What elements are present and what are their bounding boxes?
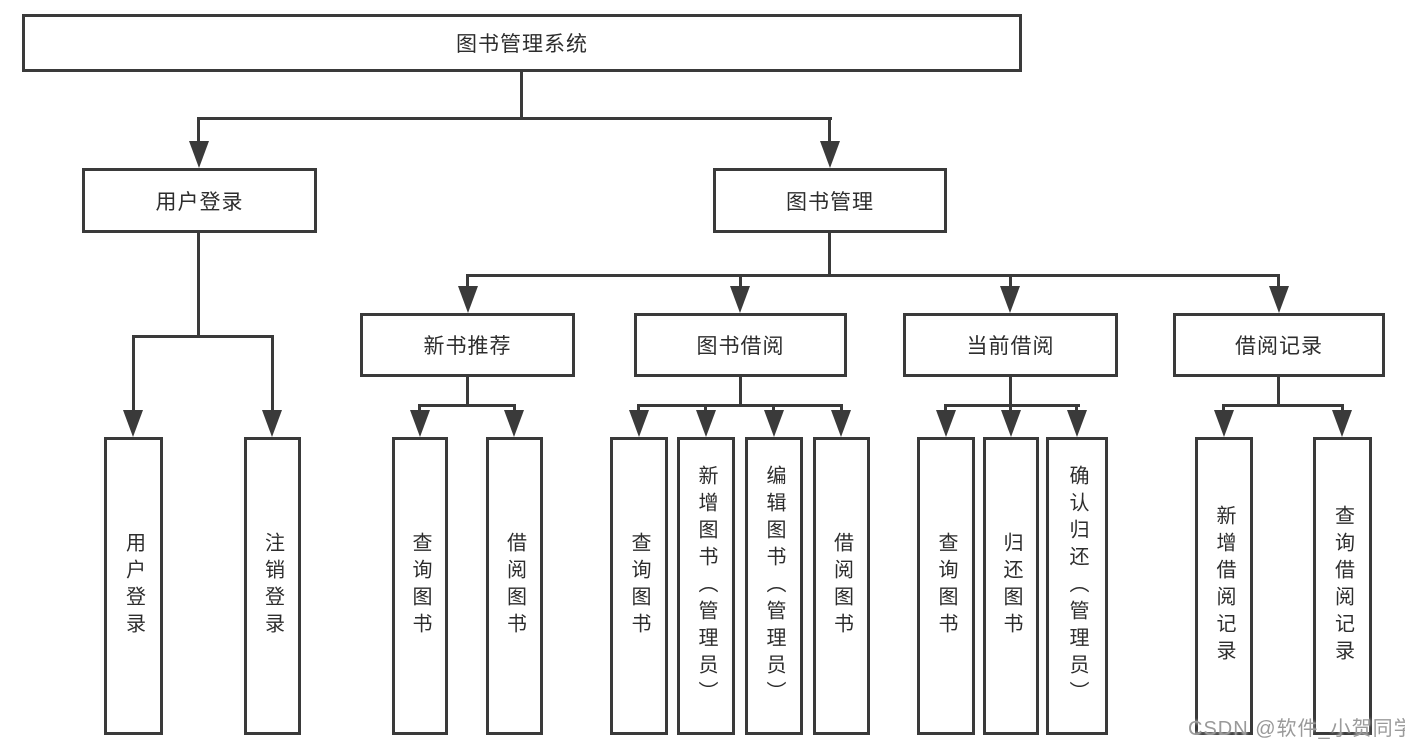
connector-line: [418, 404, 516, 407]
connector-line: [1009, 274, 1012, 289]
arrow-down-icon: [820, 141, 840, 168]
arrow-down-icon: [629, 410, 649, 437]
arrow-down-icon: [1001, 410, 1021, 437]
leaf-query-books-2-label: 查询图书: [628, 532, 650, 640]
connector-line: [520, 72, 523, 120]
leaf-add-books-admin-label: 新增图书（管理员）: [695, 464, 717, 708]
arrow-down-icon: [764, 410, 784, 437]
arrow-down-icon: [1000, 286, 1020, 313]
leaf-edit-books-admin: 编辑图书（管理员）: [745, 437, 803, 735]
connector-line: [637, 404, 843, 407]
connector-line: [1277, 377, 1280, 407]
connector-line: [1341, 404, 1344, 414]
arrow-down-icon: [936, 410, 956, 437]
connector-line: [466, 377, 469, 407]
arrow-down-icon: [262, 410, 282, 437]
connector-line: [197, 117, 200, 144]
arrow-down-icon: [696, 410, 716, 437]
leaf-edit-books-admin-label: 编辑图书（管理员）: [763, 464, 785, 708]
node-root: 图书管理系统: [22, 14, 1022, 72]
leaf-borrow-books-2: 借阅图书: [813, 437, 870, 735]
connector-line: [637, 404, 640, 414]
connector-line: [271, 335, 274, 415]
connector-line: [1009, 377, 1012, 407]
connector-line: [132, 335, 135, 415]
arrow-down-icon: [730, 286, 750, 313]
connector-line: [198, 117, 832, 120]
connector-line: [1009, 404, 1012, 414]
leaf-query-books-1: 查询图书: [392, 437, 448, 735]
leaf-user-login-label: 用户登录: [122, 532, 145, 640]
connector-line: [1277, 274, 1280, 289]
connector-line: [132, 335, 274, 338]
leaf-user-login: 用户登录: [104, 437, 163, 735]
connector-line: [772, 404, 775, 414]
connector-line: [739, 274, 742, 289]
arrow-down-icon: [410, 410, 430, 437]
connector-line: [418, 404, 421, 414]
leaf-confirm-return-admin-label: 确认归还（管理员）: [1066, 464, 1088, 708]
arrow-down-icon: [1332, 410, 1352, 437]
arrow-down-icon: [458, 286, 478, 313]
connector-line: [944, 404, 947, 414]
leaf-confirm-return-admin: 确认归还（管理员）: [1046, 437, 1108, 735]
leaf-return-books-label: 归还图书: [1000, 532, 1022, 640]
connector-line: [944, 404, 1080, 407]
leaf-add-borrow-record: 新增借阅记录: [1195, 437, 1253, 735]
connector-line: [466, 274, 469, 289]
connector-line: [840, 404, 843, 414]
arrow-down-icon: [189, 141, 209, 168]
leaf-query-borrow-record-label: 查询借阅记录: [1331, 505, 1354, 667]
leaf-add-books-admin: 新增图书（管理员）: [677, 437, 735, 735]
arrow-down-icon: [1214, 410, 1234, 437]
connector-line: [704, 404, 707, 414]
leaf-borrow-books-1: 借阅图书: [486, 437, 543, 735]
leaf-logout-label: 注销登录: [261, 532, 284, 640]
arrow-down-icon: [831, 410, 851, 437]
connector-line: [1222, 404, 1225, 414]
node-book-management: 图书管理: [713, 168, 947, 233]
connector-line: [1075, 404, 1078, 414]
node-book-borrow: 图书借阅: [634, 313, 847, 377]
connector-line: [197, 233, 200, 338]
connector-line: [513, 404, 516, 414]
node-new-book-recommend: 新书推荐: [360, 313, 575, 377]
leaf-query-books-2: 查询图书: [610, 437, 668, 735]
leaf-borrow-books-1-label: 借阅图书: [503, 532, 526, 640]
connector-line: [828, 233, 831, 277]
leaf-add-borrow-record-label: 新增借阅记录: [1213, 505, 1235, 667]
arrow-down-icon: [1067, 410, 1087, 437]
csdn-watermark: CSDN @软件_小贺同学: [1188, 718, 1405, 740]
connector-line: [828, 117, 831, 144]
connector-line: [1222, 404, 1344, 407]
leaf-logout: 注销登录: [244, 437, 301, 735]
leaf-query-borrow-record: 查询借阅记录: [1313, 437, 1372, 735]
node-borrow-records: 借阅记录: [1173, 313, 1385, 377]
arrow-down-icon: [123, 410, 143, 437]
node-user-login: 用户登录: [82, 168, 317, 233]
arrow-down-icon: [1269, 286, 1289, 313]
connector-line: [739, 377, 742, 407]
leaf-return-books: 归还图书: [983, 437, 1039, 735]
arrow-down-icon: [504, 410, 524, 437]
leaf-query-books-3: 查询图书: [917, 437, 975, 735]
leaf-query-books-1-label: 查询图书: [409, 532, 431, 640]
leaf-borrow-books-2-label: 借阅图书: [830, 532, 853, 640]
connector-line: [466, 274, 1280, 277]
leaf-query-books-3-label: 查询图书: [935, 532, 957, 640]
node-current-borrow: 当前借阅: [903, 313, 1118, 377]
